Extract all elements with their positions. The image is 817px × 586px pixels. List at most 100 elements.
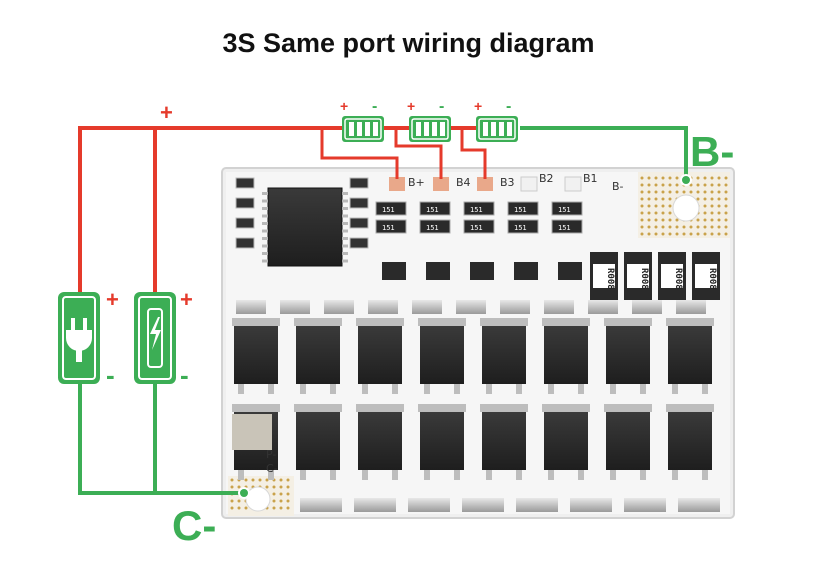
pad-label: B3 [500, 176, 515, 189]
shunt-resistor: R008 [692, 252, 720, 300]
p-minus-label: P- [266, 448, 276, 461]
transistor [558, 262, 582, 280]
mosfet [418, 404, 466, 480]
pad-label: B1 [583, 172, 598, 185]
balance-pads: B+ B4 B3 B2 B1 B- [389, 172, 624, 193]
transistor [382, 262, 406, 280]
mosfet [418, 318, 466, 394]
smd-component [235, 177, 255, 189]
shunt-resistor: R008 [590, 252, 618, 300]
c-minus-board-label: C- [266, 462, 278, 475]
smd-component [235, 237, 255, 249]
mosfet [666, 404, 714, 480]
smd-component [349, 197, 369, 209]
b-minus-label: B- [690, 128, 734, 175]
mosfet [480, 318, 528, 394]
negative-wires [78, 126, 688, 495]
transistor [470, 262, 494, 280]
pin [676, 300, 706, 314]
mosfet [294, 318, 342, 394]
minus-label: - [106, 360, 115, 390]
svg-text:151: 151 [558, 224, 571, 232]
svg-text:R008: R008 [707, 268, 717, 290]
pin-strip [236, 300, 706, 314]
balance-resistor: 151 [551, 219, 583, 234]
bms-board: B+ B4 B3 B2 B1 B- 1511511511511511511511… [221, 167, 735, 519]
pin [408, 498, 450, 512]
svg-text:R008: R008 [605, 268, 615, 290]
mosfet-array [232, 318, 714, 480]
balance-resistor: 151 [507, 201, 539, 216]
balance-resistors: 151 151 151 151 151 151 151 151 151 151 [375, 201, 583, 280]
shunt-resistor: R008 [658, 252, 686, 300]
diagram-title: 3S Same port wiring diagram [222, 28, 595, 58]
mosfet [480, 404, 528, 480]
pin [456, 300, 486, 314]
balance-resistor: 151 [375, 201, 407, 216]
balance-resistor: 151 [419, 201, 451, 216]
svg-text:151: 151 [470, 206, 483, 214]
battery-cell-icon: +- [407, 98, 451, 142]
cell-plus-label: + [340, 98, 348, 114]
pin [354, 498, 396, 512]
mosfet [666, 318, 714, 394]
minus-label: - [180, 360, 189, 390]
balance-resistor: 151 [375, 219, 407, 234]
battery-cell-icon: +- [340, 98, 384, 142]
balance-resistor: 151 [551, 201, 583, 216]
pin [544, 300, 574, 314]
mosfet [356, 318, 404, 394]
cell-minus-label: - [372, 98, 377, 115]
balance-resistor: 151 [419, 219, 451, 234]
shunt-resistor: R008 [624, 252, 652, 300]
smd-component [349, 177, 369, 189]
lightning-battery-icon [134, 292, 176, 384]
pad-label: B- [612, 180, 624, 193]
battery-cell-icon: +- [474, 98, 518, 142]
svg-text:151: 151 [514, 224, 527, 232]
cell-minus-label: - [439, 98, 444, 115]
svg-text:151: 151 [470, 224, 483, 232]
svg-text:151: 151 [426, 206, 439, 214]
svg-text:R008: R008 [673, 268, 683, 290]
battery-cells: +-+-+- [340, 98, 518, 142]
svg-text:151: 151 [514, 206, 527, 214]
transistor [514, 262, 538, 280]
pad-label: B+ [408, 176, 425, 189]
pin [462, 498, 504, 512]
positive-wires [78, 126, 487, 296]
bottom-pin-strip [300, 498, 720, 512]
b-minus-junction [680, 174, 692, 186]
svg-text:151: 151 [558, 206, 571, 214]
charger-plug-icon [58, 292, 100, 384]
pin [516, 498, 558, 512]
pin [678, 498, 720, 512]
pad-label: B4 [456, 176, 471, 189]
mosfet [604, 318, 652, 394]
small-components [235, 177, 369, 249]
svg-text:R008: R008 [639, 268, 649, 290]
svg-text:151: 151 [382, 206, 395, 214]
pin [300, 498, 342, 512]
cell-plus-label: + [474, 98, 482, 114]
pin [500, 300, 530, 314]
shunt-resistors: R008 R008 R008 R008 [590, 252, 720, 300]
c-minus-label: C- [172, 502, 216, 549]
mosfet [294, 404, 342, 480]
mosfet [542, 404, 590, 480]
mosfet [542, 318, 590, 394]
pin [280, 300, 310, 314]
smd-component [349, 237, 369, 249]
cell-minus-label: - [506, 98, 511, 115]
pin [588, 300, 618, 314]
c-minus-pad [228, 476, 294, 516]
balance-resistor: 151 [507, 219, 539, 234]
mosfet [232, 318, 280, 394]
smd-component [235, 197, 255, 209]
svg-text:151: 151 [382, 224, 395, 232]
c-minus-junction [238, 487, 250, 499]
pin [368, 300, 398, 314]
pad-label: B2 [539, 172, 554, 185]
pin [570, 498, 612, 512]
